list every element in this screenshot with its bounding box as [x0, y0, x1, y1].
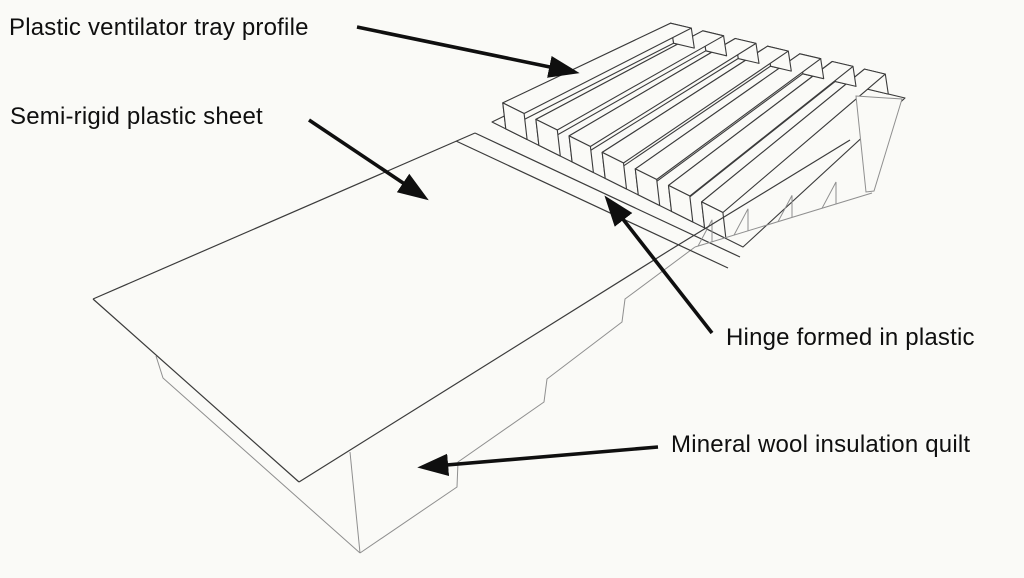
ventilator-tray-drawing — [491, 22, 906, 248]
sheet-far-edge-continuation — [669, 139, 851, 251]
insulation-quilt-right-drawing — [694, 95, 903, 248]
label-semi-rigid-plastic-sheet: Semi-rigid plastic sheet — [10, 103, 263, 130]
quilt-front-corner-edge — [349, 451, 361, 554]
arrow-to-quilt — [417, 445, 659, 476]
tray-rib-near-cap — [601, 151, 628, 190]
tray-rib-near-cap — [535, 118, 561, 157]
quilt-slit-tab — [821, 181, 837, 209]
sheet-bottom-left-edge — [92, 298, 300, 483]
insulation-quilt-drawing — [155, 246, 696, 554]
arrow-to-hinge — [604, 195, 714, 335]
sheet-top-left-edge — [92, 132, 476, 300]
quilt-slit-tab — [733, 208, 749, 236]
tray-rib-near-cap — [701, 201, 727, 240]
tray-rib-near-cap — [502, 102, 528, 141]
quilt-slit-tabs — [697, 181, 837, 247]
label-mineral-wool-insulation-quilt: Mineral wool insulation quilt — [671, 431, 971, 458]
label-hinge-formed-in-plastic: Hinge formed in plastic — [726, 324, 975, 351]
tray-rib-near-cap — [667, 184, 694, 223]
annotation-arrows — [307, 25, 714, 476]
quilt-stepped-bottom-edge — [359, 246, 696, 554]
plastic-sheet-drawing — [92, 132, 741, 483]
quilt-left-bottom-edge — [155, 355, 361, 554]
quilt-right-end-face — [855, 95, 903, 193]
arrow-to-tray — [356, 25, 580, 78]
quilt-notched-edge — [694, 192, 873, 248]
quilt-slit-tab — [697, 219, 713, 247]
arrow-to-sheet — [307, 118, 429, 201]
hinge-fold-base-line — [455, 140, 729, 269]
label-plastic-ventilator-tray-profile: Plastic ventilator tray profile — [9, 14, 309, 41]
sheet-bottom-right-edge — [298, 249, 671, 483]
hinge-fold-crest-line — [474, 132, 741, 258]
tray-rib-near-cap — [634, 168, 661, 207]
tray-rib-near-cap — [568, 135, 594, 174]
quilt-slit-tab — [777, 195, 793, 222]
